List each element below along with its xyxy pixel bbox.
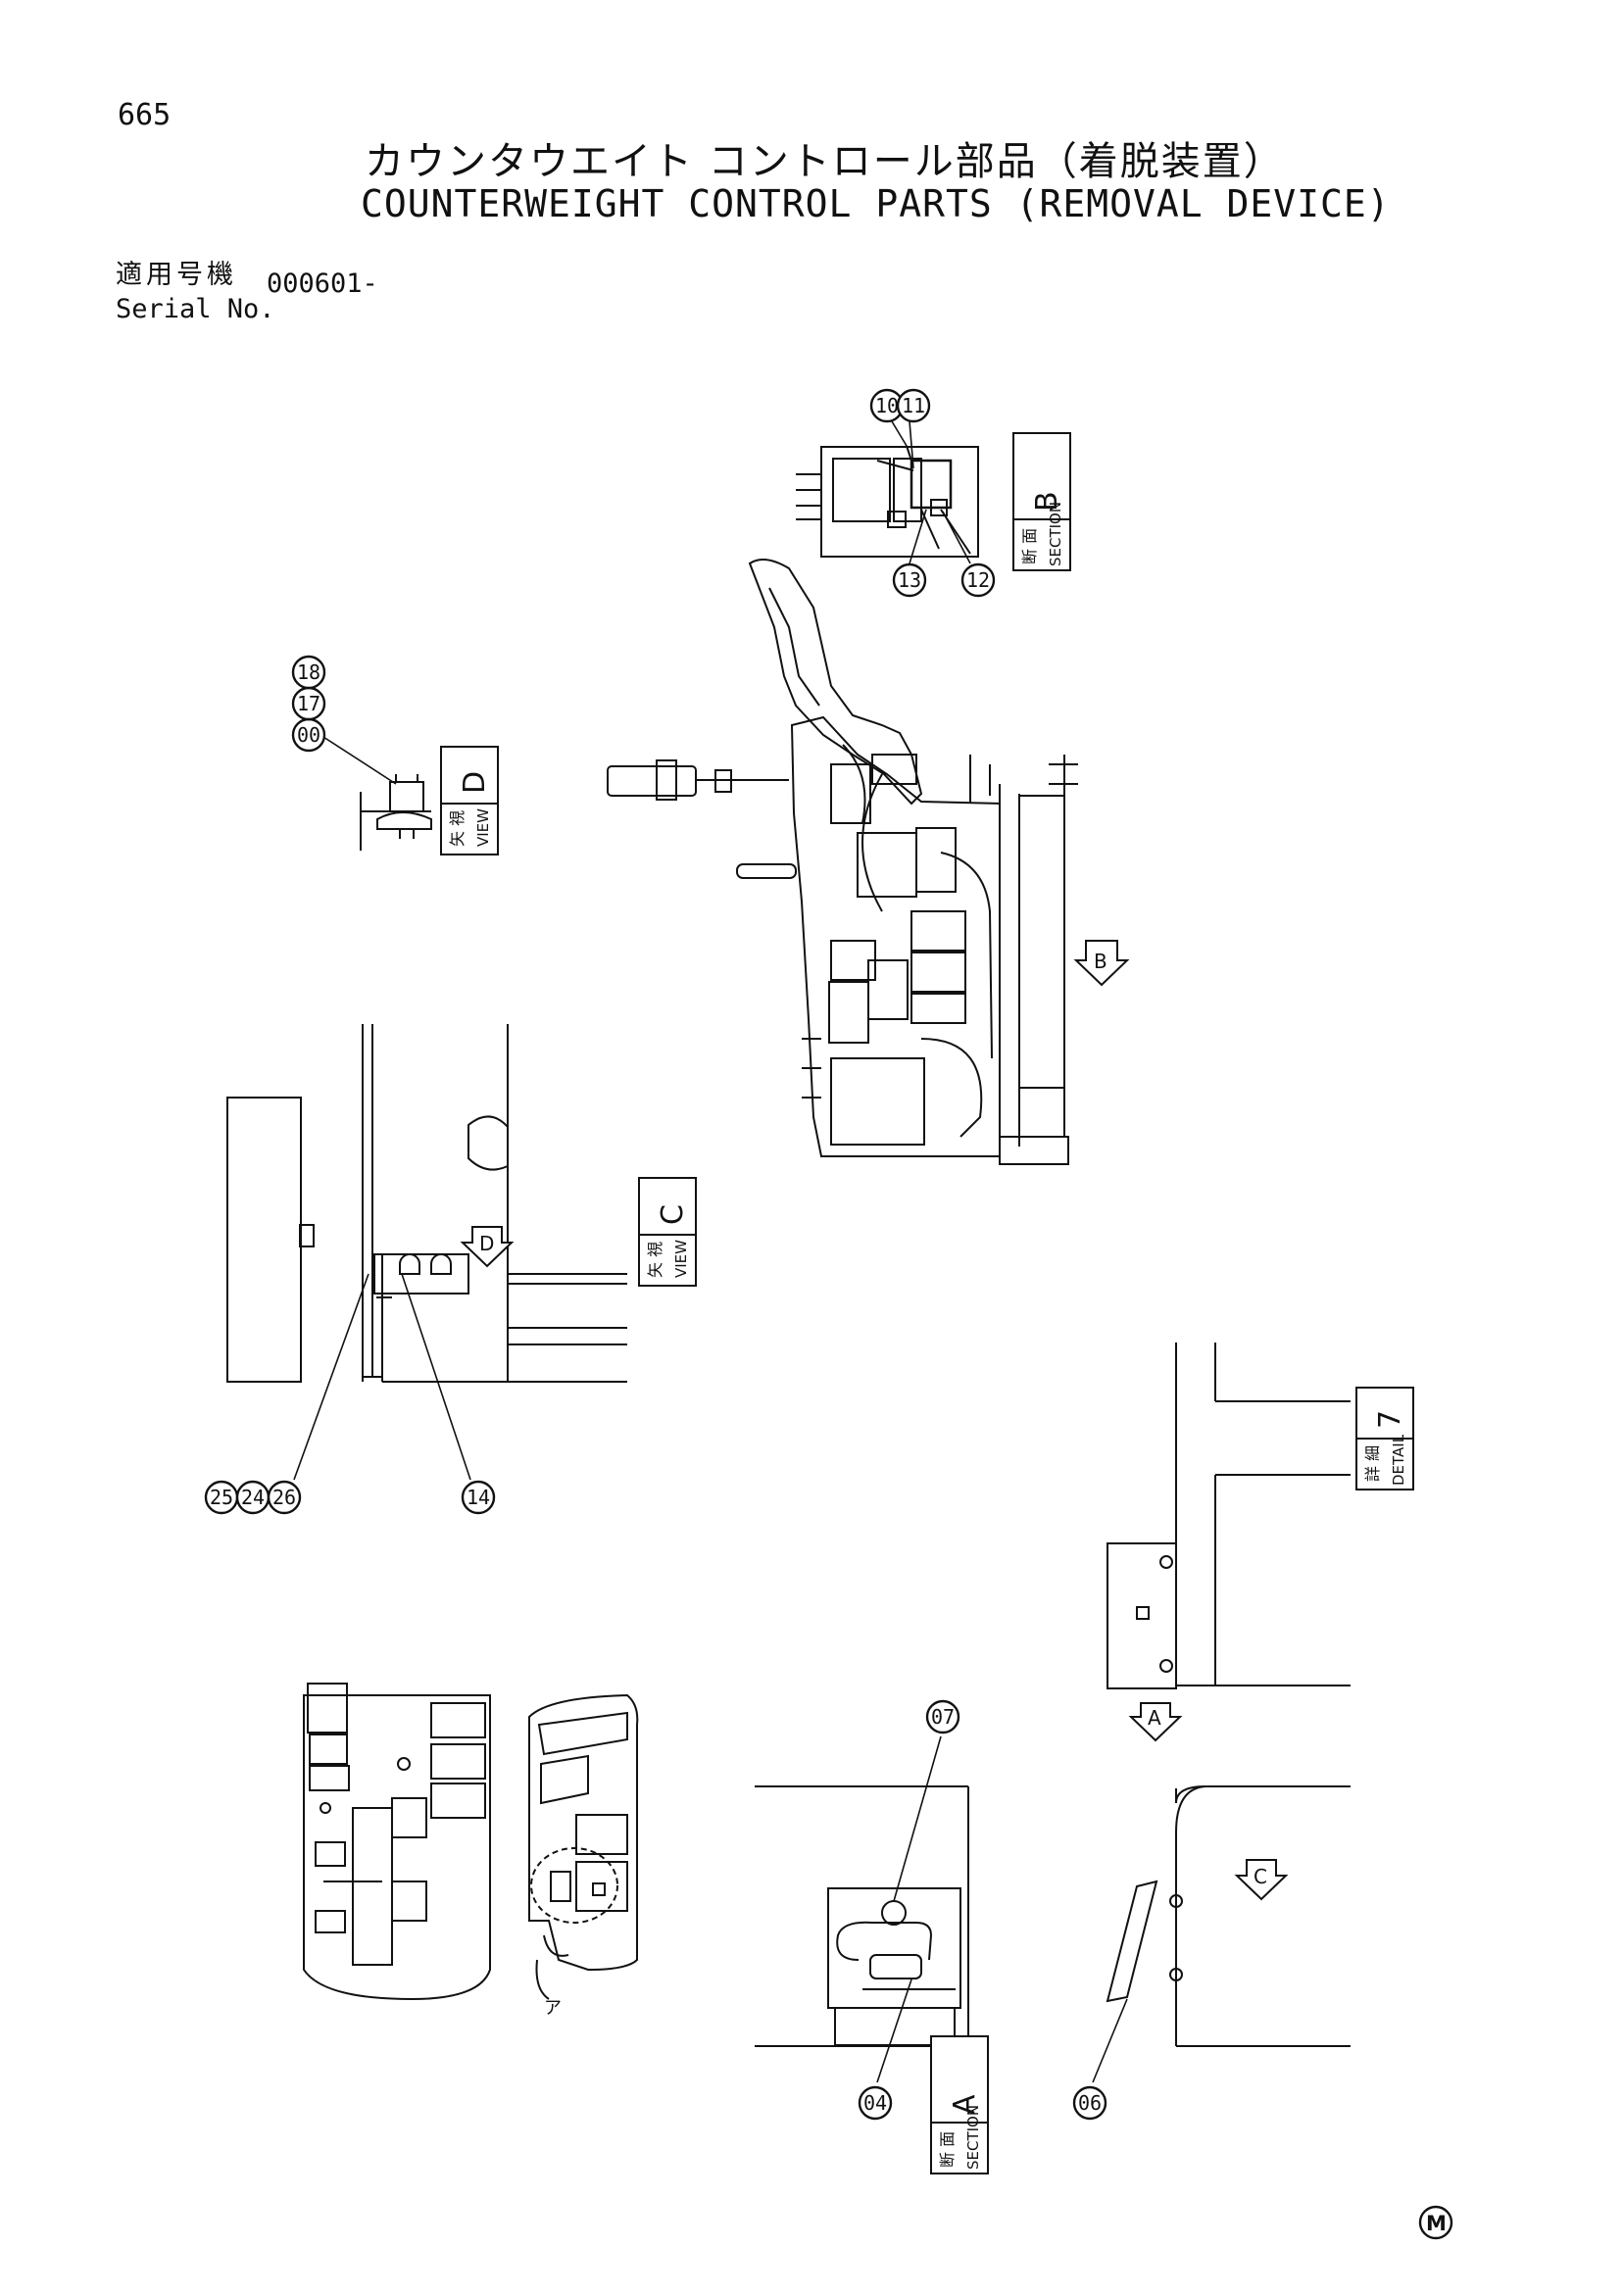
view-d-label: 矢 視 VIEW D [440,746,499,855]
page-number: 665 [118,98,172,132]
serial-label-japanese: 適用号機 [116,260,237,290]
section-b-label-jp: 断 面 [1020,528,1039,564]
svg-text:26: 26 [272,1486,296,1509]
corner-mark-m: M [1418,2205,1453,2240]
view-arrow-c: C [1234,1859,1289,1901]
page-title-english: COUNTERWEIGHT CONTROL PARTS (REMOVAL DEV… [361,182,1391,225]
part-callout-25[interactable]: 25 [204,1480,239,1515]
main-console-assembly [607,559,1078,1165]
svg-text:18: 18 [297,660,320,684]
serial-label-english: Serial No. [116,294,275,324]
machine-plan-view [303,1683,491,2001]
section-a-label: 断 面 SECTION A [930,2035,989,2174]
svg-text:06: 06 [1078,2091,1102,2115]
leader-lines [293,420,1128,2083]
view-arrow-a: A [1128,1702,1183,1742]
counterweight-section-drawing [1106,1785,1351,2047]
section-b-label: 断 面 SECTION B [1012,432,1071,571]
svg-text:07: 07 [931,1705,955,1729]
view-arrow-b-letter: B [1094,950,1107,973]
section-a-label-letter: A [948,2094,982,2115]
view-c-drawing [226,1024,627,1383]
detail-7-label: 詳 細 DETAIL 7 [1355,1387,1414,1490]
part-callout-14[interactable]: 14 [461,1480,496,1515]
view-arrow-c-letter: C [1254,1865,1267,1888]
svg-text:04: 04 [863,2091,887,2115]
view-c-label-en: VIEW [672,1240,690,1278]
section-b-label-letter: B [1030,491,1064,512]
view-c-label-letter: C [656,1204,690,1225]
side-view-mark: ア [544,1998,562,2019]
svg-text:24: 24 [241,1486,265,1509]
detail-7-label-letter: 7 [1373,1410,1407,1429]
svg-text:25: 25 [210,1486,233,1509]
machine-side-view [528,1693,639,2000]
detail-7-drawing [1107,1343,1351,1689]
serial-number-value: 000601- [267,269,378,299]
svg-text:10: 10 [875,394,899,417]
part-callout-00[interactable]: 00 [291,717,326,753]
detail-7-label-en: DETAIL [1390,1434,1407,1486]
svg-text:12: 12 [966,568,990,592]
part-callout-04[interactable]: 04 [858,2085,893,2121]
view-arrow-d: D [460,1226,515,1268]
svg-text:00: 00 [297,723,320,747]
svg-text:13: 13 [898,568,921,592]
svg-text:14: 14 [467,1486,490,1509]
view-c-label-jp: 矢 視 [646,1242,664,1278]
view-arrow-d-letter: D [479,1232,494,1255]
part-callout-11[interactable]: 11 [896,388,931,423]
part-callout-24[interactable]: 24 [235,1480,270,1515]
view-d-label-jp: 矢 視 [448,810,467,847]
part-callout-06[interactable]: 06 [1072,2085,1107,2121]
part-callout-18[interactable]: 18 [291,655,326,690]
section-a-label-en: SECTION [964,2105,982,2170]
view-d-drawing [360,774,432,851]
part-callout-17[interactable]: 17 [291,686,326,721]
section-a-label-jp: 断 面 [938,2131,957,2168]
part-callout-07[interactable]: 07 [925,1699,960,1734]
section-a-drawing [755,1785,969,2047]
view-d-label-en: VIEW [474,808,492,847]
part-callout-26[interactable]: 26 [267,1480,302,1515]
part-callout-13[interactable]: 13 [892,562,927,598]
svg-text:11: 11 [902,394,925,417]
svg-text:17: 17 [297,692,320,715]
detail-7-label-jp: 詳 細 [1363,1445,1382,1482]
svg-text:M: M [1426,2212,1447,2235]
part-callout-12[interactable]: 12 [960,562,996,598]
view-d-label-letter: D [458,771,492,794]
view-arrow-a-letter: A [1148,1706,1161,1730]
section-b-label-en: SECTION [1047,502,1064,566]
section-b-drawing [796,445,979,558]
view-arrow-b: B [1073,940,1130,987]
view-c-label: 矢 視 VIEW C [638,1177,697,1287]
page-title-japanese: カウンタウエイト コントロール部品（着脱装置） [365,139,1285,184]
